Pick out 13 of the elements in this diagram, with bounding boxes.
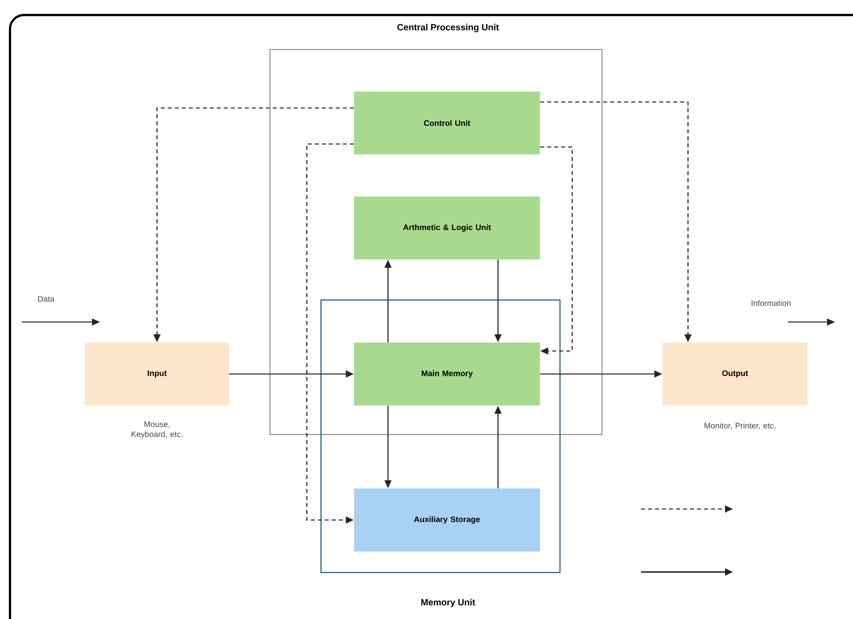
process-box: Output <box>662 342 808 406</box>
node-label: Central Processing Unit <box>397 24 499 32</box>
node-label: Memory Unit <box>421 598 476 608</box>
process-box: Arthmetic & Logic Unit <box>354 196 540 260</box>
dashed-arrow <box>540 146 573 355</box>
process-box: Auxiliary Storage <box>354 488 540 552</box>
device-caption: Monitor, Printer, etc. <box>704 422 776 430</box>
flow-label: Information <box>752 300 790 306</box>
process-box: Control Unit <box>354 92 540 154</box>
process-box: Main Memory <box>354 342 540 406</box>
device-caption: Mouse, Keyboard, etc. <box>132 421 182 439</box>
process-box: Input <box>85 342 229 406</box>
flow-label: Data <box>38 296 54 302</box>
